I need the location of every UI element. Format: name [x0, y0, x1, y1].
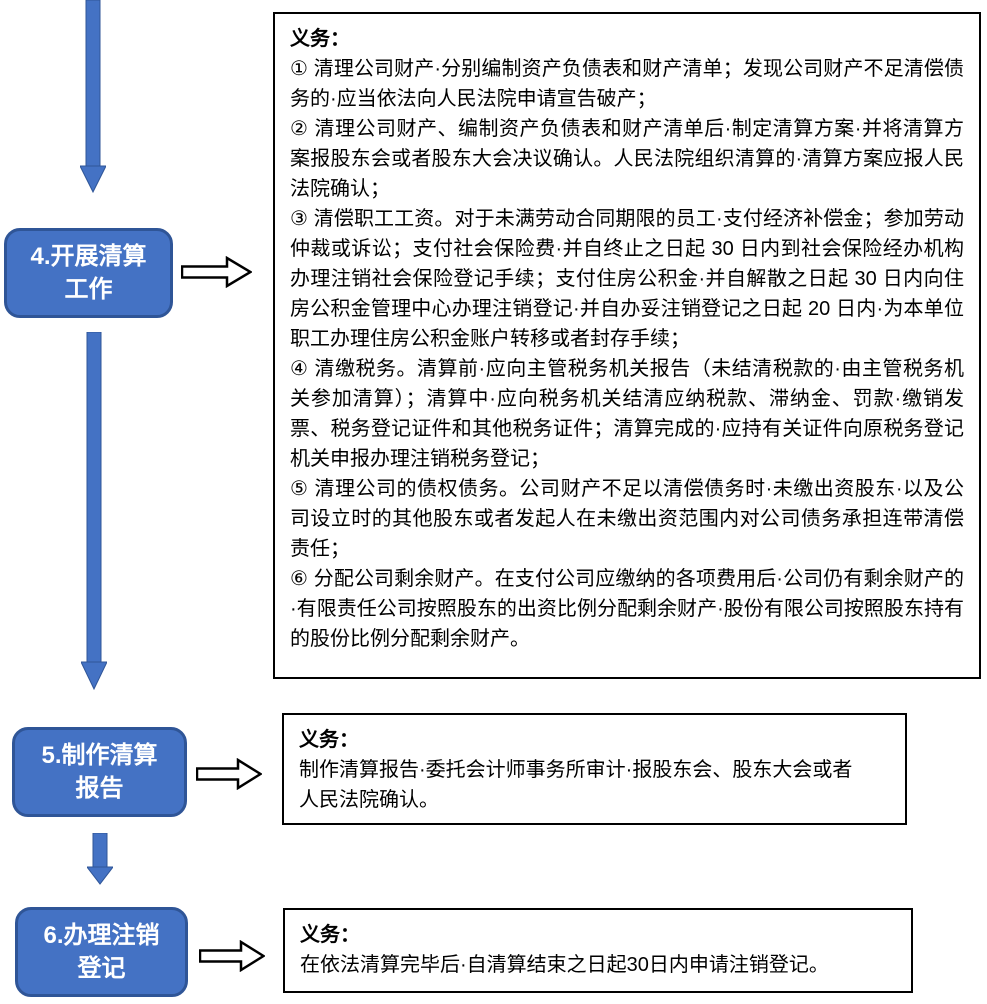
obligations-box-step-5: 义务： 制作清算报告·委托会计师事务所审计·报股东会、股东大会或者 人民法院确认…: [282, 713, 907, 825]
obligations-body: 在依法清算完毕后·自清算结束之日起30日内申请注销登记。: [300, 954, 829, 976]
obligations-body: ① 清理公司财产·分别编制资产负债表和财产清单；发现公司财产不足清偿债务的·应当…: [290, 58, 964, 650]
obligations-title: 义务：: [290, 28, 350, 50]
right-arrow-step-4-icon: [181, 256, 252, 288]
obligations-box-step-6: 义务： 在依法清算完毕后·自清算结束之日起30日内申请注销登记。: [283, 908, 913, 993]
step-box-4: 4.开展清算 工作: [4, 228, 173, 318]
right-arrow-step-6-icon: [199, 940, 265, 972]
obligations-title: 义务：: [300, 924, 360, 946]
obligations-body: 制作清算报告·委托会计师事务所审计·报股东会、股东大会或者 人民法院确认。: [299, 759, 853, 811]
down-arrow-into-step-4-icon: [80, 0, 106, 193]
obligations-title: 义务：: [299, 729, 359, 751]
obligations-box-step-4: 义务： ① 清理公司财产·分别编制资产负债表和财产清单；发现公司财产不足清偿债务…: [273, 12, 981, 679]
down-arrow-step-4-to-5-icon: [81, 332, 107, 690]
down-arrow-step-5-to-6-icon: [87, 833, 113, 885]
right-arrow-step-5-icon: [196, 758, 262, 790]
step-box-6: 6.办理注销 登记: [15, 907, 188, 997]
step-box-5: 5.制作清算 报告: [12, 727, 187, 817]
